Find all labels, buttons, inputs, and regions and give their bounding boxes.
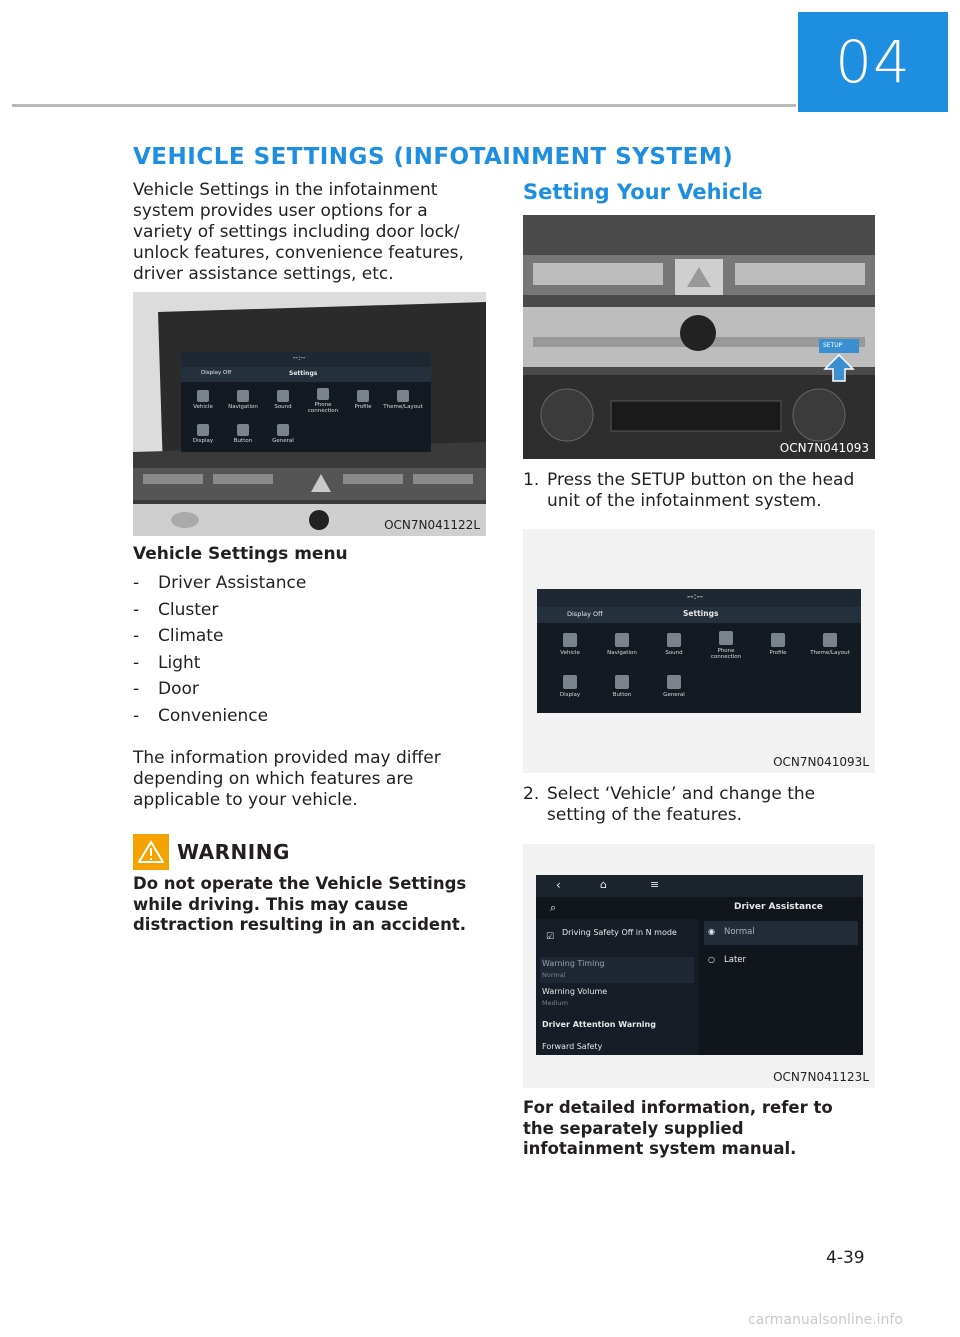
infotainment-screen: --:-- Display Off Settings Vehicle Navig… xyxy=(537,589,861,713)
setting-item-title: Warning Timing xyxy=(542,959,605,968)
sound-app-icon xyxy=(277,390,289,402)
theme-layout-app-icon xyxy=(397,390,409,402)
setting-item-title: Warning Volume xyxy=(542,987,608,996)
intro-text: Vehicle Settings in the infotainment sys… xyxy=(133,180,464,284)
setting-item-sub: Normal xyxy=(542,971,566,979)
screen-title: Settings xyxy=(289,370,318,377)
app-label: Theme/Layout xyxy=(383,404,423,410)
figure-label: OCN7N041123L xyxy=(773,1070,869,1084)
display-off-label: Display Off xyxy=(567,610,603,618)
option-label: Later xyxy=(724,955,747,965)
general-app-icon xyxy=(667,675,681,689)
page-number: 4-39 xyxy=(826,1248,865,1268)
app-label: Button xyxy=(233,438,253,444)
info-text: The information provided may differ depe… xyxy=(133,748,441,810)
figure-label: OCN7N041093L xyxy=(773,755,869,769)
chapter-tab: 04 xyxy=(798,12,948,112)
option-label: Normal xyxy=(724,927,755,937)
checkbox-icon: ☑ xyxy=(546,932,555,942)
warning-triangle-icon xyxy=(133,834,169,870)
app-label: Vehicle xyxy=(193,404,213,410)
radio-unselected-icon: ○ xyxy=(708,955,715,964)
app-label: Sound xyxy=(274,404,292,410)
button-app-icon xyxy=(615,675,629,689)
display-app-icon xyxy=(197,424,209,436)
app-label: Button xyxy=(612,692,632,698)
app-label: Display xyxy=(192,438,214,444)
list-item: -Light xyxy=(133,652,201,673)
theme-layout-app-icon xyxy=(823,633,837,647)
screen-clock: --:-- xyxy=(293,354,306,362)
general-app-icon xyxy=(277,424,289,436)
warning-heading: WARNING xyxy=(133,834,290,870)
step-2: 2.Select ‘Vehicle’ and change the settin… xyxy=(523,784,816,825)
display-off-label: Display Off xyxy=(201,370,232,376)
radio-selected-icon: ◉ xyxy=(708,927,715,936)
app-label: Navigation xyxy=(607,650,637,656)
list-item: -Driver Assistance xyxy=(133,573,307,593)
sound-app-icon xyxy=(667,633,681,647)
back-icon: ‹ xyxy=(556,878,561,892)
watermark: carmanualsonline.info xyxy=(748,1312,903,1328)
list-item: -Climate xyxy=(133,626,224,646)
setup-button-label: SETUP xyxy=(823,342,843,349)
phone-app-icon xyxy=(719,631,733,645)
infotainment-screen: ‹ ⌂ ≡ ⌕ Driver Assistance ☑ Driving Safe… xyxy=(536,875,863,1055)
search-icon: ⌕ xyxy=(550,901,557,914)
app-label: Phone connection xyxy=(710,648,742,660)
app-label: Theme/Layout xyxy=(810,650,850,656)
header-rule xyxy=(12,104,796,107)
display-app-icon xyxy=(563,675,577,689)
infotainment-screen: --:-- Display Off Settings Vehicle Navig… xyxy=(181,352,431,452)
vehicle-settings-menu-list: -Driver Assistance -Cluster -Climate -Li… xyxy=(133,570,306,729)
app-label: Vehicle xyxy=(560,650,580,656)
button-app-icon xyxy=(237,424,249,436)
setting-item-title: Driving Safety Off in N mode xyxy=(562,928,677,937)
figure-dashboard-settings: --:-- Display Off Settings Vehicle Navig… xyxy=(133,292,486,536)
section-title: VEHICLE SETTINGS (INFOTAINMENT SYSTEM) xyxy=(133,144,734,170)
app-label: Sound xyxy=(665,650,683,656)
screen-title: Driver Assistance xyxy=(734,902,823,912)
warning-title: WARNING xyxy=(177,840,290,864)
screen-title: Settings xyxy=(683,609,719,618)
profile-app-icon xyxy=(771,633,785,647)
app-label: Profile xyxy=(354,404,372,410)
figure-driver-assistance-screen: ‹ ⌂ ≡ ⌕ Driver Assistance ☑ Driving Safe… xyxy=(523,844,875,1088)
app-label: Navigation xyxy=(228,404,258,410)
list-item: -Convenience xyxy=(133,705,269,726)
figure-label: OCN7N041093 xyxy=(779,441,869,455)
app-label: Phone connection xyxy=(307,402,339,414)
vehicle-app-icon xyxy=(197,390,209,402)
navigation-app-icon xyxy=(615,633,629,647)
figure-label: OCN7N041122L xyxy=(384,518,480,532)
home-icon: ⌂ xyxy=(600,878,607,891)
setting-item-title: Driver Attention Warning xyxy=(542,1020,656,1029)
list-item: -Door xyxy=(133,679,199,699)
setting-your-vehicle-title: Setting Your Vehicle xyxy=(523,180,763,204)
setting-item-sub: Medium xyxy=(542,999,568,1007)
screen-clock: --:-- xyxy=(687,592,704,602)
figure-settings-screen: --:-- Display Off Settings Vehicle Navig… xyxy=(523,529,875,773)
list-item: -Cluster xyxy=(133,599,219,620)
navigation-app-icon xyxy=(237,390,249,402)
phone-app-icon xyxy=(317,388,329,400)
setting-item-title: Forward Safety xyxy=(542,1042,603,1051)
menu-heading: Vehicle Settings menu xyxy=(133,544,348,564)
app-label: General xyxy=(272,438,294,444)
head-unit-illustration xyxy=(523,215,875,459)
profile-app-icon xyxy=(357,390,369,402)
app-label: General xyxy=(663,692,685,698)
app-label: Display xyxy=(559,692,581,698)
app-label: Profile xyxy=(769,650,787,656)
final-note: For detailed information, refer to the s… xyxy=(523,1098,833,1158)
warning-text: Do not operate the Vehicle Settings whil… xyxy=(133,874,467,934)
vehicle-app-icon xyxy=(563,633,577,647)
menu-icon: ≡ xyxy=(650,878,660,891)
figure-head-unit: SETUP OCN7N041093 xyxy=(523,215,875,459)
step-1: 1.Press the SETUP button on the head uni… xyxy=(523,470,855,511)
